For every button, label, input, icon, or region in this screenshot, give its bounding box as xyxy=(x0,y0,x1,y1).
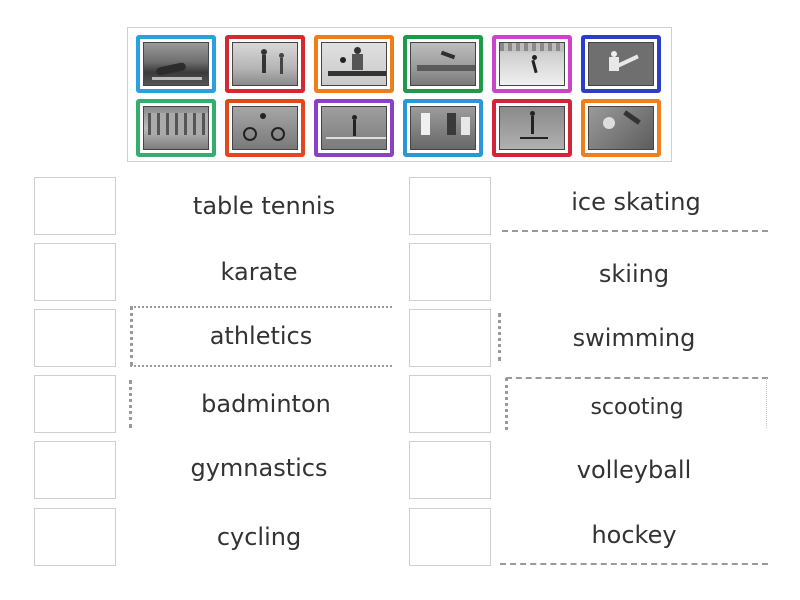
karate-photo xyxy=(588,42,654,86)
answer-box-left-5[interactable] xyxy=(34,441,116,499)
word-label-swimming[interactable]: swimming xyxy=(572,324,696,352)
photo-card-3[interactable] xyxy=(314,35,394,93)
photo-card-5[interactable] xyxy=(492,35,572,93)
cyclist-photo xyxy=(232,106,298,150)
word-label-karate[interactable]: karate xyxy=(220,258,298,286)
runner-photo xyxy=(232,42,298,86)
swimmer-photo xyxy=(143,42,209,86)
answer-box-right-5[interactable] xyxy=(409,441,491,499)
table-tennis-photo xyxy=(321,42,387,86)
ice-skater-photo xyxy=(499,42,565,86)
photo-strip xyxy=(127,27,672,162)
answer-box-right-1[interactable] xyxy=(409,177,491,235)
photo-card-4[interactable] xyxy=(403,35,483,93)
drop-hint-athletics-bottom xyxy=(130,365,392,367)
photo-card-9[interactable] xyxy=(314,99,394,157)
answer-box-left-1[interactable] xyxy=(34,177,116,235)
photo-card-8[interactable] xyxy=(225,99,305,157)
word-label-cycling[interactable]: cycling xyxy=(216,523,302,551)
word-label-hockey[interactable]: hockey xyxy=(591,521,677,549)
photo-card-1[interactable] xyxy=(136,35,216,93)
answer-box-left-3[interactable] xyxy=(34,309,116,367)
word-label-volleyball[interactable]: volleyball xyxy=(576,456,692,484)
gymnastics-mat-photo xyxy=(410,42,476,86)
answer-box-right-3[interactable] xyxy=(409,309,491,367)
word-label-gymnastics[interactable]: gymnastics xyxy=(190,454,328,482)
hockey-photo xyxy=(410,106,476,150)
word-label-badminton[interactable]: badminton xyxy=(201,390,331,418)
photo-card-6[interactable] xyxy=(581,35,661,93)
badminton-photo xyxy=(321,106,387,150)
photo-card-2[interactable] xyxy=(225,35,305,93)
answer-box-right-2[interactable] xyxy=(409,243,491,301)
answer-box-right-4[interactable] xyxy=(409,375,491,433)
answer-box-left-2[interactable] xyxy=(34,243,116,301)
word-label-athletics[interactable]: athletics xyxy=(209,322,313,350)
answer-box-left-4[interactable] xyxy=(34,375,116,433)
word-label-skiing[interactable]: skiing xyxy=(598,260,670,288)
photo-card-10[interactable] xyxy=(403,99,483,157)
answer-box-right-6[interactable] xyxy=(409,508,491,566)
scooter-photo xyxy=(499,106,565,150)
photo-card-11[interactable] xyxy=(492,99,572,157)
volleyball-photo xyxy=(588,106,654,150)
photo-card-12[interactable] xyxy=(581,99,661,157)
word-label-table-tennis[interactable]: table tennis xyxy=(192,192,336,220)
stadium-photo xyxy=(143,106,209,150)
photo-card-7[interactable] xyxy=(136,99,216,157)
word-label-scooting[interactable]: scooting xyxy=(590,394,684,420)
answer-box-left-6[interactable] xyxy=(34,508,116,566)
word-label-ice-skating[interactable]: ice skating xyxy=(571,188,701,216)
